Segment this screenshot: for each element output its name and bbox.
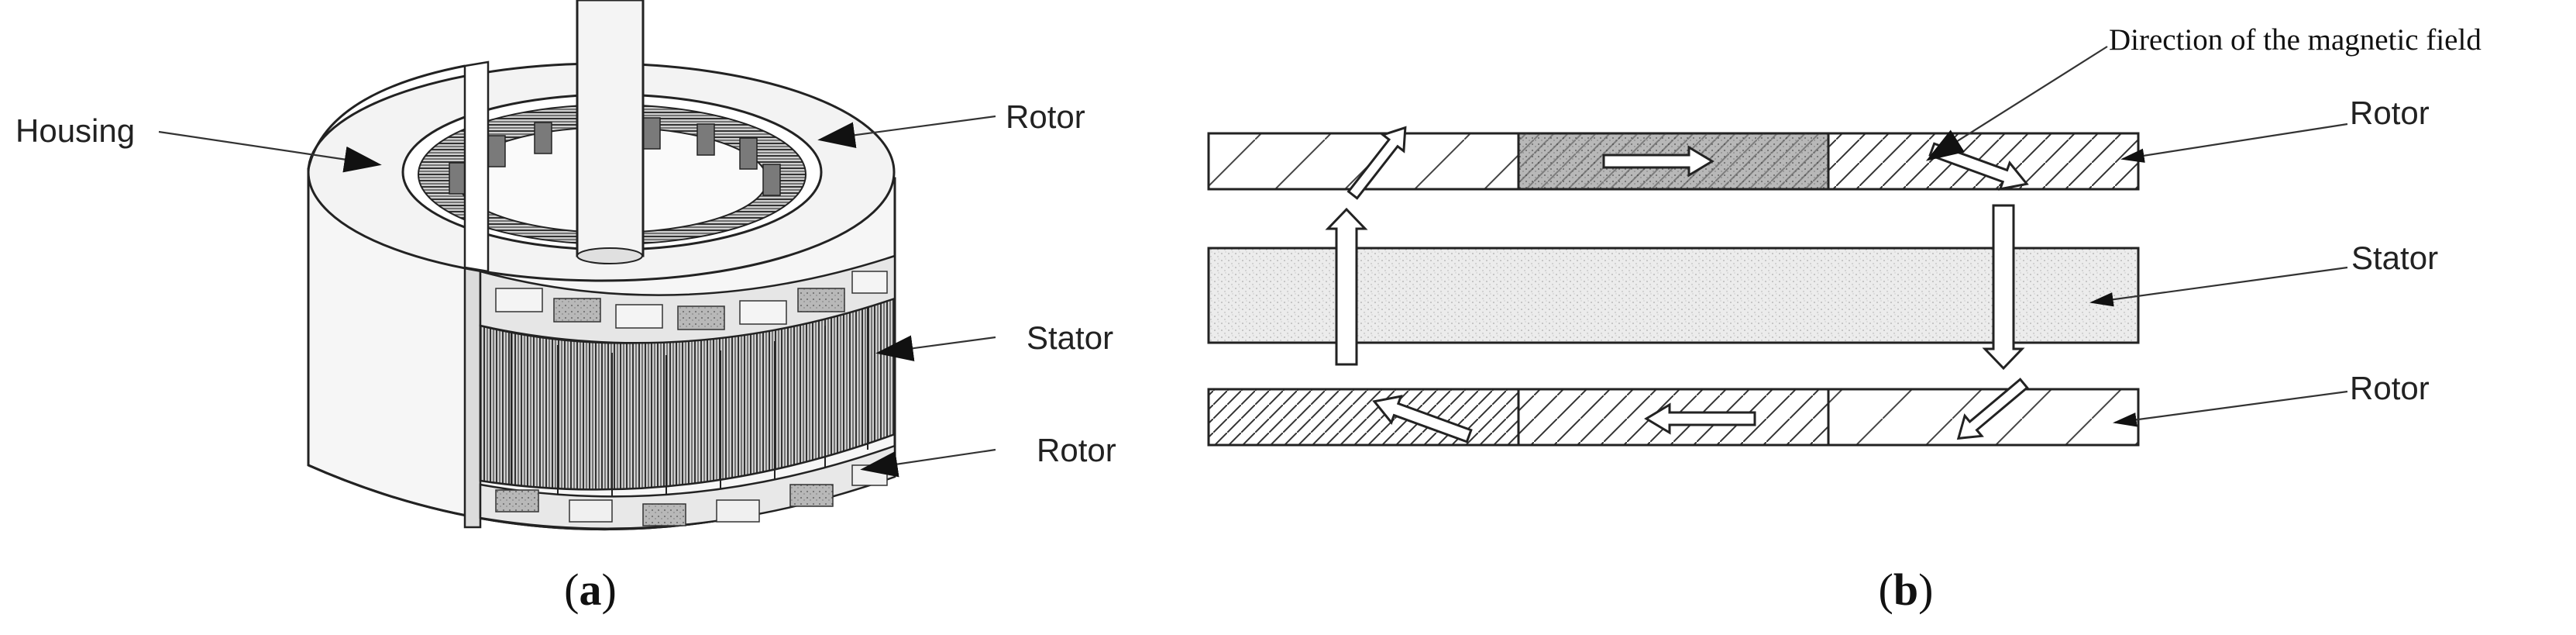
flux-arrow-top-1 — [1346, 126, 1407, 200]
label-direction-magnetic-field: Direction of the magnetic field — [2109, 23, 2481, 57]
panel-a-leader-lines — [158, 115, 996, 478]
flux-arrow-bottom-2 — [1644, 402, 1756, 435]
stator-bar — [1207, 247, 2140, 344]
flux-arrow-top-2 — [1602, 145, 1714, 178]
rotor-bottom-seg-1 — [1207, 388, 1520, 447]
label-rotor-top-b: Rotor — [2350, 95, 2430, 131]
label-housing-a: Housing — [15, 112, 135, 149]
caption-a: (a) — [564, 564, 617, 615]
flux-arrow-vertical-down — [1982, 204, 2025, 371]
label-rotor-bottom-a: Rotor — [1037, 432, 1116, 468]
rotor-upper-magnets — [495, 271, 888, 330]
housing-cut-face — [463, 266, 482, 529]
flux-arrow-vertical-up — [1325, 207, 1368, 366]
rotor-bottom-seg-3 — [1827, 388, 2140, 447]
housing-cut-notch — [463, 60, 490, 273]
flux-arrow-bottom-1 — [1372, 395, 1473, 443]
label-rotor-top-a: Rotor — [1006, 98, 1085, 135]
panel-b-schematic — [1207, 126, 2140, 447]
panel-b-leader-lines — [1925, 46, 2348, 427]
flux-arrow-bottom-3 — [1956, 378, 2029, 440]
label-stator-a: Stator — [1027, 319, 1113, 356]
panel-a-motor-illustration — [307, 0, 896, 531]
shaft — [576, 0, 645, 257]
label-rotor-bottom-b: Rotor — [2350, 370, 2430, 406]
magnet-arrows — [1325, 126, 2029, 443]
caption-b: (b) — [1879, 564, 1934, 615]
rotor-bottom-bar — [1207, 388, 2140, 447]
label-stator-b: Stator — [2351, 240, 2438, 276]
stator-teeth — [511, 306, 868, 506]
shaft-bottom — [576, 247, 643, 264]
housing-cut-top — [307, 64, 466, 170]
